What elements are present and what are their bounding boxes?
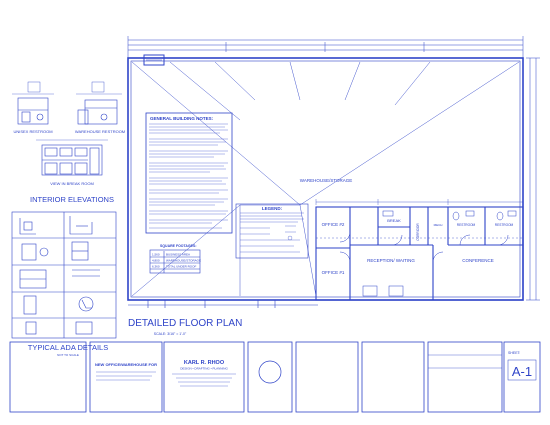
legend-title: LEGEND: [262,206,283,211]
room-office1: OFFICE #1 [322,270,345,275]
warehouse-restroom-elevation [76,81,122,125]
sheet-label: SHEET: [508,351,521,355]
break-room-label: VIEW IN BREAK ROOM [50,181,94,186]
right-dimension-lines [526,57,540,301]
title-block-labels: NEW OFFICE/WAREHOUSE FOR KARL R. RHOO DE… [95,351,532,379]
interior-elevations-title: INTERIOR ELEVATIONS [30,195,114,204]
footage-value-3: 6,360 [152,265,160,269]
footage-label-2: WAREHOUSE/STORAGE [166,259,201,263]
room-reception: RECEPTION/ WAITING [367,258,415,263]
ada-labels: TYPICAL ADA DETAILS NOT TO SCALE [28,343,108,357]
plan-title: DETAILED FLOOR PLAN [128,318,242,329]
ada-details-panel [11,211,117,339]
plan-scale: SCALE: 3/16" = 1'-0" [154,332,187,336]
ada-title: TYPICAL ADA DETAILS [28,343,108,352]
top-dimension-lines [127,36,524,58]
warehouse-label: WAREHOUSE/STORAGE [300,178,353,183]
footage-title: SQUARE FOOTAGES: [160,244,197,248]
room-break: BREAK [387,218,401,223]
warehouse-restroom-label: WAREHOUSE RESTROOM [75,129,125,134]
break-room-elevation [36,139,108,176]
plan-labels: WAREHOUSE/STORAGE GENERAL BUILDING NOTES… [128,116,514,336]
room-conference: CONFERENCE [462,258,494,263]
elevation-labels: UNISEX RESTROOM WAREHOUSE RESTROOM VIEW … [13,129,125,204]
title-block [9,341,541,413]
room-office2: OFFICE #2 [322,222,345,227]
bottom-doors [128,300,318,308]
square-footage-box [149,249,201,274]
restroom-fixtures [362,210,517,297]
footage-value-1: 1,560 [152,253,160,257]
unisex-restroom-label: UNISEX RESTROOM [13,129,52,134]
footage-label-1: BUSINESS AREA [166,253,190,257]
room-restroom-right: RESTROOM [495,223,514,227]
room-restroom-left: RESTROOM [457,223,476,227]
legend-box [235,203,309,259]
sheet-number: A-1 [512,364,532,379]
notes-title: GENERAL BUILDING NOTES: [150,116,214,121]
firm-name: KARL R. RHOO [184,360,225,366]
unisex-restroom-elevation [12,81,54,125]
project-title: NEW OFFICE/WAREHOUSE FOR [95,362,157,367]
door-swings [339,231,509,263]
room-corridor: CORRIDOR [416,223,420,241]
room-mech: MECH [434,223,443,227]
overhead-door [143,54,165,66]
office-dimension-ticks [315,199,524,239]
footage-value-2: 4,800 [152,259,160,263]
firm-subtitle: DESIGN • DRAFTING • PLANNING [180,367,228,371]
office-block [315,206,524,301]
footage-label-3: TOTAL UNDER ROOF [166,265,196,269]
general-notes-box [145,112,233,234]
ada-subtitle: NOT TO SCALE [57,353,79,357]
